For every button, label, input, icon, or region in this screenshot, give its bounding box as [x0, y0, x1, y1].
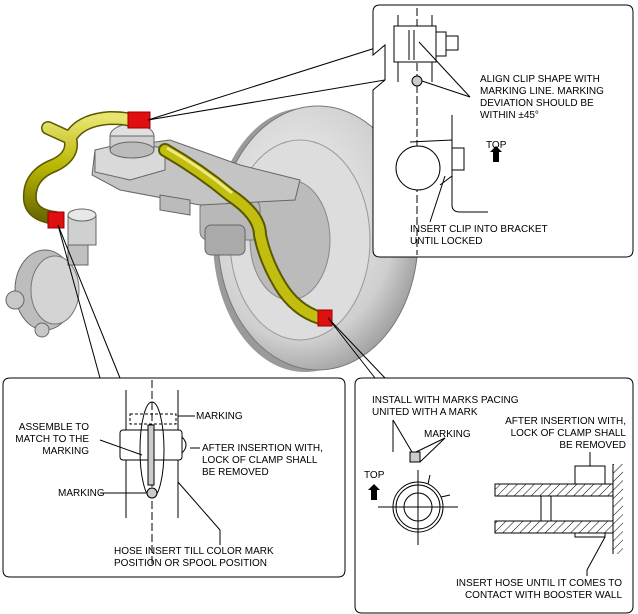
top-label: TOP [486, 140, 507, 151]
hose-insert-note: HOSE INSERT TILL COLOR MARK POSITION OR … [114, 546, 274, 570]
note-line: INSTALL WITH MARKS PACING [372, 395, 519, 406]
note-line: MARKING LINE. MARKING [480, 86, 604, 97]
note-line: MARKING [42, 446, 89, 457]
note-line: CONTACT WITH BOOSTER WALL [464, 590, 622, 601]
note-line: INSERT CLIP INTO BRACKET [410, 224, 548, 235]
vacuum-hose [22, 110, 327, 325]
note-line: HOSE INSERT TILL COLOR MARK [114, 546, 274, 557]
assemble-note: ASSEMBLE TO MATCH TO THE MARKING [14, 422, 89, 458]
clamp-left [47, 211, 65, 229]
install-marks-note: INSTALL WITH MARKS PACING UNITED WITH A … [372, 395, 519, 419]
align-clip-note: ALIGN CLIP SHAPE WITH MARKING LINE. MARK… [480, 74, 604, 122]
note-line: AFTER INSERTION WITH, [505, 416, 626, 427]
leader-lines [57, 44, 386, 379]
top-arrow-icon [490, 146, 502, 162]
note-line: INSERT HOSE UNTIL IT COMES TO [456, 578, 622, 589]
hose-clamp-detail-drawing [99, 380, 221, 565]
insert-hose-note: INSERT HOSE UNTIL IT COMES TO CONTACT WI… [430, 578, 622, 602]
note-line: LOCK OF CLAMP SHALL [202, 455, 318, 466]
note-line: ALIGN CLIP SHAPE WITH [480, 74, 600, 85]
note-line: POSITION OR SPOOL POSITION [114, 558, 267, 569]
note-line: WITHIN ±45° [480, 110, 539, 121]
booster-connection-detail-drawing [378, 419, 623, 576]
after-insertion-note-2: AFTER INSERTION WITH, LOCK OF CLAMP SHAL… [480, 416, 626, 452]
note-line: AFTER INSERTION WITH, [202, 443, 323, 454]
callout-box-bottom-right [354, 377, 634, 614]
note-line: UNTIL LOCKED [410, 236, 483, 247]
marking-label: MARKING [424, 429, 471, 440]
clamp-top [127, 111, 151, 129]
clamp-right [317, 309, 333, 327]
note-line: ASSEMBLE TO [18, 422, 89, 433]
note-line: BE REMOVED [202, 467, 269, 478]
note-line: MATCH TO THE [15, 434, 89, 445]
note-line: LOCK OF CLAMP SHALL [510, 428, 626, 439]
marking-bottom-label: MARKING [58, 488, 105, 499]
insert-clip-note: INSERT CLIP INTO BRACKET UNTIL LOCKED [410, 224, 548, 248]
note-line: DEVIATION SHOULD BE [480, 98, 594, 109]
after-insertion-note: AFTER INSERTION WITH, LOCK OF CLAMP SHAL… [202, 443, 323, 479]
clip-detail-drawing [393, 8, 488, 255]
note-line: UNITED WITH A MARK [372, 407, 478, 418]
note-line: BE REMOVED [559, 440, 626, 451]
top-arrow-icon-2 [368, 484, 380, 500]
top-label-2: TOP [364, 470, 385, 481]
vacuum-pump [5, 208, 97, 338]
callout-box-bottom-left [2, 377, 346, 578]
marking-top-label: MARKING [196, 411, 243, 422]
callout-box-top-right [372, 4, 634, 258]
